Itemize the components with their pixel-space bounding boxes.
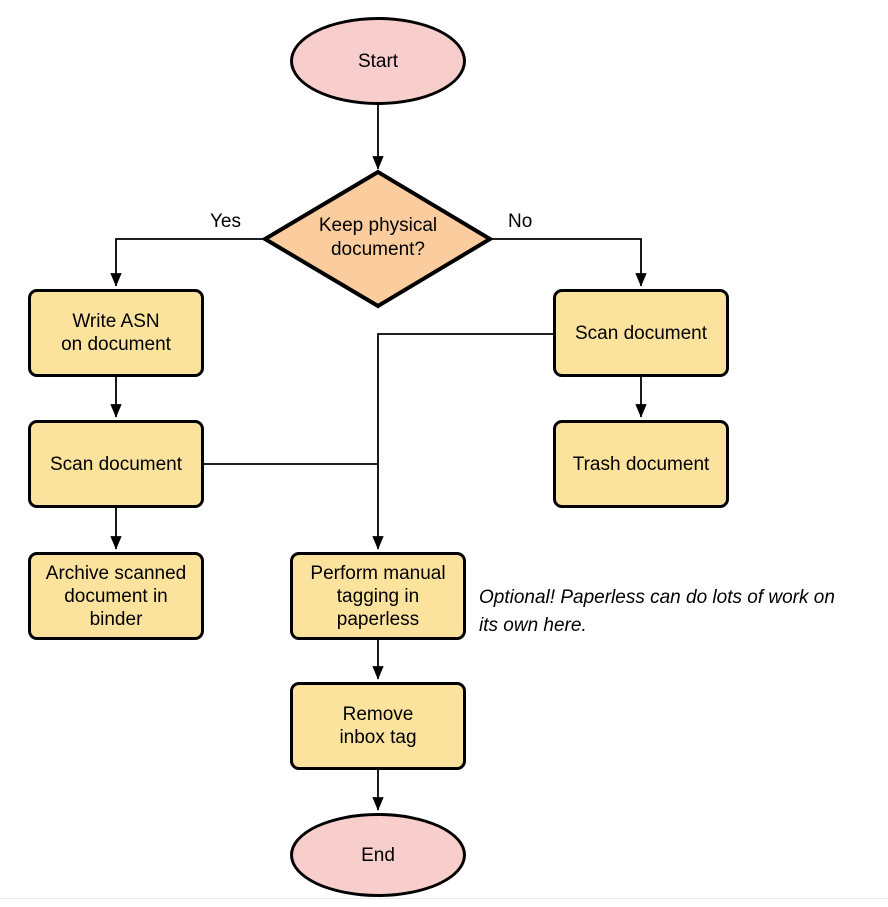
write-asn-node: Write ASN on document: [28, 289, 204, 377]
perform-tagging-node: Perform manual tagging in paperless: [290, 552, 466, 640]
start-node: Start: [290, 17, 466, 105]
decision-node-label: Keep physical document?: [318, 215, 438, 260]
edge-scan-right-perform-tagging: [372, 333, 553, 550]
scan-document-left-label: Scan document: [49, 453, 183, 475]
end-label: End: [361, 844, 395, 866]
edge-label-no: No: [508, 211, 533, 232]
start-label: Start: [357, 50, 399, 72]
trash-document-node: Trash document: [553, 420, 729, 508]
end-node: End: [290, 813, 466, 897]
trash-document-label: Trash document: [572, 453, 710, 475]
bottom-divider: [0, 898, 888, 899]
scan-document-left-node: Scan document: [28, 420, 204, 508]
scan-document-right-label: Scan document: [574, 322, 708, 344]
annotation-optional-note: Optional! Paperless can do lots of work …: [479, 587, 835, 636]
decision-diamond-shape: [261, 169, 494, 309]
scan-document-right-node: Scan document: [553, 289, 729, 377]
archive-document-label: Archive scanned document in binder: [45, 562, 187, 630]
write-asn-label: Write ASN on document: [61, 311, 171, 355]
edge-decision-write-asn: [110, 238, 265, 287]
edge-label-yes: Yes: [210, 211, 241, 232]
archive-document-node: Archive scanned document in binder: [28, 552, 204, 640]
perform-tagging-label: Perform manual tagging in paperless: [310, 562, 446, 630]
remove-inbox-tag-node: Remove inbox tag: [290, 682, 466, 770]
remove-inbox-tag-label: Remove inbox tag: [339, 704, 417, 748]
edge-decision-scan-right: [490, 238, 647, 287]
